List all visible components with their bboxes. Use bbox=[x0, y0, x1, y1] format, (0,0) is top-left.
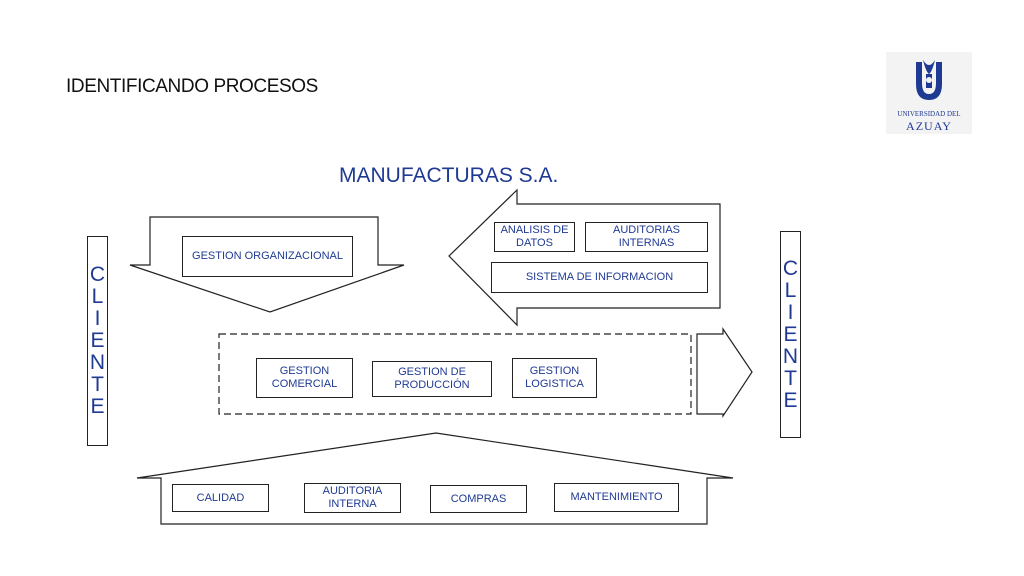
output-arrow bbox=[696, 327, 753, 419]
strategic-processes-arrow bbox=[129, 216, 405, 313]
university-logo-icon bbox=[886, 52, 972, 134]
client-left-letter: C bbox=[89, 263, 106, 286]
client-left-letter: L bbox=[91, 285, 104, 308]
client-right-letter: C bbox=[782, 256, 799, 280]
analisis-datos-box: ANALISIS DE DATOS bbox=[494, 222, 575, 252]
compras-box: COMPRAS bbox=[430, 485, 527, 513]
calidad-box: CALIDAD bbox=[172, 484, 269, 512]
logo-text-line1: UNIVERSIDAD DEL bbox=[897, 110, 961, 118]
client-right-letter: E bbox=[783, 388, 798, 412]
client-left-box: C L I E N T E bbox=[87, 236, 108, 446]
page-title: IDENTIFICANDO PROCESOS bbox=[66, 76, 318, 97]
client-right-letter: E bbox=[783, 322, 798, 346]
client-right-letter: L bbox=[784, 278, 797, 302]
client-left-letter: N bbox=[89, 351, 106, 374]
client-right-letter: N bbox=[782, 344, 799, 368]
client-left-letter: T bbox=[91, 373, 104, 396]
gestion-logistica-box: GESTION LOGISTICA bbox=[512, 358, 597, 398]
client-left-letter: E bbox=[90, 395, 105, 418]
gestion-comercial-box: GESTION COMERCIAL bbox=[256, 358, 353, 398]
support-processes-shape bbox=[136, 432, 734, 525]
gestion-produccion-box: GESTION DE PRODUCCIÓN bbox=[372, 361, 492, 397]
auditorias-internas-box: AUDITORIAS INTERNAS bbox=[585, 222, 708, 252]
sistema-informacion-box: SISTEMA DE INFORMACION bbox=[491, 262, 708, 293]
operational-processes-container bbox=[218, 333, 692, 415]
client-right-letter: I bbox=[787, 300, 794, 324]
client-right-letter: T bbox=[784, 366, 797, 390]
client-left-letter: E bbox=[90, 329, 105, 352]
logo-text-line2: AZUAY bbox=[906, 119, 952, 133]
diagram-title: MANUFACTURAS S.A. bbox=[339, 164, 559, 187]
auditoria-interna-box: AUDITORIA INTERNA bbox=[304, 483, 401, 513]
control-processes-arrow bbox=[448, 188, 721, 327]
gestion-organizacional-box: GESTION ORGANIZACIONAL bbox=[182, 236, 353, 277]
mantenimiento-box: MANTENIMIENTO bbox=[554, 483, 679, 512]
client-right-box: C L I E N T E bbox=[780, 231, 801, 438]
client-left-letter: I bbox=[94, 307, 101, 330]
